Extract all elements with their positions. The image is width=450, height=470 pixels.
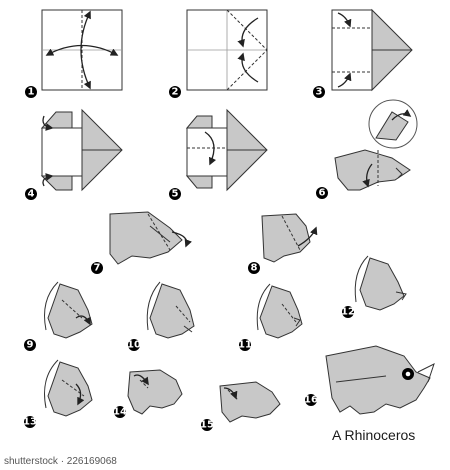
step-13-figure <box>44 359 93 417</box>
step-7-figure <box>109 211 192 265</box>
step-10-figure <box>146 281 195 339</box>
step-16-marker: 16 <box>304 394 318 406</box>
step-8-marker: 8 <box>248 262 260 274</box>
step-12-marker: 12 <box>341 306 355 318</box>
step-16-rhinoceros <box>325 345 435 415</box>
step-3-figure <box>331 8 413 92</box>
step-6-number: 6 <box>319 188 326 199</box>
step-14-figure <box>127 369 183 415</box>
step-2-marker: 2 <box>169 86 181 98</box>
step-11-figure <box>256 283 303 339</box>
step-3-number: 3 <box>316 87 323 98</box>
step-13-marker: 13 <box>23 416 37 428</box>
step-1-number: 1 <box>28 87 35 98</box>
step-5-figure <box>185 108 268 192</box>
step-6-marker: 6 <box>316 187 328 199</box>
step-13-number: 13 <box>23 417 37 428</box>
step-7-marker: 7 <box>91 262 103 274</box>
step-12-figure <box>354 255 407 311</box>
step-4-figure <box>40 108 123 192</box>
step-14-marker: 14 <box>113 406 127 418</box>
step-5-marker: 5 <box>169 188 181 200</box>
step-3-marker: 3 <box>313 86 325 98</box>
step-15-marker: 15 <box>200 419 214 431</box>
step-14-number: 14 <box>113 407 127 418</box>
step-11-number: 11 <box>238 340 252 351</box>
step-1-figure <box>41 9 123 91</box>
step-11-marker: 11 <box>238 339 252 351</box>
step-9-marker: 9 <box>24 339 36 351</box>
diagram-title: A Rhinoceros <box>332 427 415 443</box>
step-8-figure <box>261 213 318 263</box>
step-12-number: 12 <box>341 307 355 318</box>
step-15-figure <box>219 381 281 423</box>
step-2-number: 2 <box>172 87 179 98</box>
step-7-number: 7 <box>94 263 101 274</box>
watermark: shutterstock · 226169068 <box>4 456 117 467</box>
step-9-number: 9 <box>27 340 34 351</box>
step-10-marker: 10 <box>127 339 141 351</box>
step-4-marker: 4 <box>25 188 37 200</box>
step-4-number: 4 <box>28 189 35 200</box>
step-2-figure <box>186 9 268 91</box>
step-9-figure <box>44 281 93 339</box>
step-5-number: 5 <box>172 189 179 200</box>
step-15-number: 15 <box>200 420 214 431</box>
step-10-number: 10 <box>127 340 141 351</box>
step-6-figure <box>334 99 418 191</box>
step-1-marker: 1 <box>25 86 37 98</box>
step-16-number: 16 <box>304 395 318 406</box>
step-8-number: 8 <box>251 263 258 274</box>
